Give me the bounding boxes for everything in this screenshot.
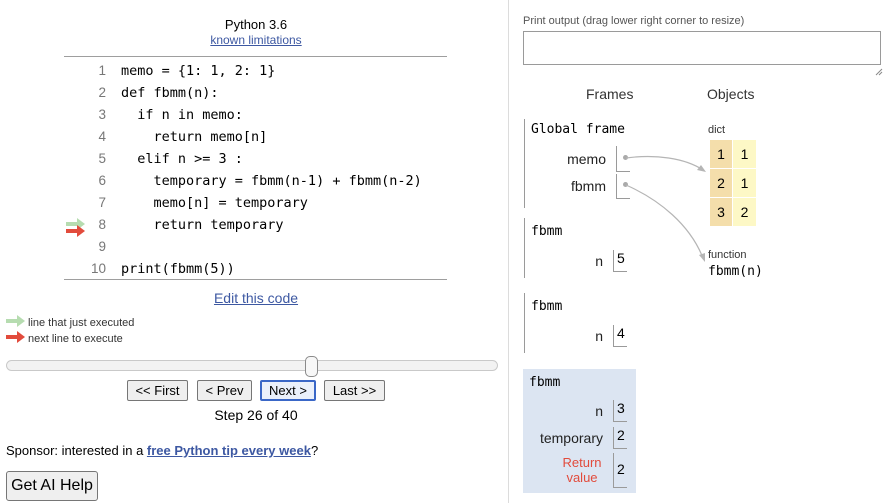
var-value-n: 4 <box>613 325 627 347</box>
dict-key: 1 <box>710 140 732 168</box>
code-text: return memo[n] <box>121 129 268 145</box>
step-slider-thumb[interactable] <box>305 356 318 377</box>
legend-next-line-label: next line to execute <box>28 333 123 345</box>
pointer-dot-icon <box>623 182 628 187</box>
next-button[interactable]: Next > <box>260 380 316 401</box>
code-text: memo[n] = temporary <box>121 195 308 211</box>
green-arrow-icon <box>6 315 25 327</box>
step-slider-track[interactable] <box>6 360 498 371</box>
line-number: 5 <box>98 151 106 166</box>
frames-header: Frames <box>586 86 634 102</box>
var-value-temporary: 2 <box>613 427 627 449</box>
known-limitations-link[interactable]: known limitations <box>210 33 302 47</box>
code-line: 6 temporary = fbmm(n-1) + fbmm(n-2) <box>64 170 447 192</box>
return-label-line2: value <box>566 470 598 485</box>
last-button[interactable]: Last >> <box>324 380 385 401</box>
var-value-n: 5 <box>613 250 627 272</box>
code-text: temporary = fbmm(n-1) + fbmm(n-2) <box>121 173 422 189</box>
code-text: print(fbmm(5)) <box>121 261 235 277</box>
print-output-box[interactable] <box>523 31 881 65</box>
memo-arrow-head-icon <box>697 165 706 172</box>
return-label-line1: Return <box>562 455 602 470</box>
print-output-label: Print output (drag lower right corner to… <box>523 15 745 27</box>
dict-value: 1 <box>733 140 756 168</box>
code-text: elif n >= 3 : <box>121 151 243 167</box>
fbmm-arrow-head-icon <box>699 253 705 262</box>
code-line: 1 memo = {1: 1, 2: 1} <box>64 60 447 82</box>
var-name-fbmm: fbmm <box>571 178 606 194</box>
code-line: 2 def fbmm(n): <box>64 82 447 104</box>
global-frame: Global frame <box>524 119 635 208</box>
line-number: 3 <box>98 107 106 122</box>
get-ai-help-button[interactable]: Get AI Help <box>6 471 98 501</box>
function-signature: fbmm(n) <box>708 264 763 279</box>
sponsor-text: Sponsor: interested in a free Python tip… <box>6 443 318 458</box>
line-number: 9 <box>98 239 106 254</box>
language-label: Python 3.6 <box>224 17 288 32</box>
code-line: 10 print(fbmm(5)) <box>64 258 447 280</box>
code-line: 7 memo[n] = temporary <box>64 192 447 214</box>
line-number: 4 <box>98 129 106 144</box>
code-line: 3 if n in memo: <box>64 104 447 126</box>
line-number: 8 <box>98 217 106 232</box>
line-number: 2 <box>98 85 106 100</box>
legend-just-executed: line that just executed <box>6 315 134 329</box>
prev-button[interactable]: < Prev <box>197 380 252 401</box>
dict-type-label: dict <box>708 124 726 136</box>
code-listing: 1 memo = {1: 1, 2: 1} 2 def fbmm(n): 3 if … <box>64 56 447 280</box>
just-executed-arrow-icon <box>66 218 85 230</box>
legend-just-executed-label: line that just executed <box>28 317 135 329</box>
frame-name: fbmm <box>529 375 561 390</box>
line-number: 6 <box>98 173 106 188</box>
var-value-memo <box>616 146 630 172</box>
code-line: 5 elif n >= 3 : <box>64 148 447 170</box>
code-line: 8 return temporary <box>64 214 447 236</box>
code-text: def fbmm(n): <box>121 85 219 101</box>
objects-header: Objects <box>707 86 755 102</box>
memo-pointer-arrow <box>625 155 704 171</box>
resize-handle-icon[interactable] <box>875 68 883 76</box>
red-arrow-icon <box>6 331 25 343</box>
frame-name: Global frame <box>531 122 625 137</box>
dict-value: 2 <box>733 198 756 226</box>
frame-name: fbmm <box>531 299 563 314</box>
code-line: 9 <box>64 236 447 258</box>
var-name-n: n <box>595 328 603 344</box>
fbmm-frame-1: fbmm <box>524 218 635 278</box>
dict-key: 3 <box>710 198 732 226</box>
code-text: if n in memo: <box>121 107 243 123</box>
code-text: return temporary <box>121 217 284 233</box>
edit-code-link[interactable]: Edit this code <box>213 290 299 306</box>
sponsor-link[interactable]: free Python tip every week <box>146 443 311 458</box>
legend-next-line: next line to execute <box>6 331 123 345</box>
dict-value: 1 <box>733 169 756 197</box>
fbmm-frame-active: fbmm <box>523 369 636 493</box>
var-name-memo: memo <box>567 151 606 167</box>
return-value: 2 <box>613 453 627 488</box>
fbmm-frame-2: fbmm <box>524 293 635 353</box>
dict-key: 2 <box>710 169 732 197</box>
code-text: memo = {1: 1, 2: 1} <box>121 63 276 79</box>
line-number: 1 <box>98 63 106 78</box>
line-number: 7 <box>98 195 106 210</box>
var-value-fbmm <box>616 174 630 199</box>
fbmm-pointer-arrow <box>625 184 704 259</box>
pane-divider <box>508 0 509 503</box>
sponsor-prefix: Sponsor: interested in a <box>6 443 147 458</box>
step-counter: Step 26 of 40 <box>214 407 298 423</box>
var-name-n: n <box>595 253 603 269</box>
var-name-n: n <box>595 403 603 419</box>
var-value-n: 3 <box>613 400 627 422</box>
var-name-temporary: temporary <box>539 430 603 446</box>
pointer-dot-icon <box>623 155 628 160</box>
function-type-label: function <box>708 249 747 261</box>
frame-name: fbmm <box>531 224 563 239</box>
first-button[interactable]: << First <box>127 380 188 401</box>
sponsor-suffix: ? <box>310 443 319 458</box>
code-line: 4 return memo[n] <box>64 126 447 148</box>
line-number: 10 <box>90 261 106 276</box>
next-line-arrow-icon <box>66 225 85 237</box>
